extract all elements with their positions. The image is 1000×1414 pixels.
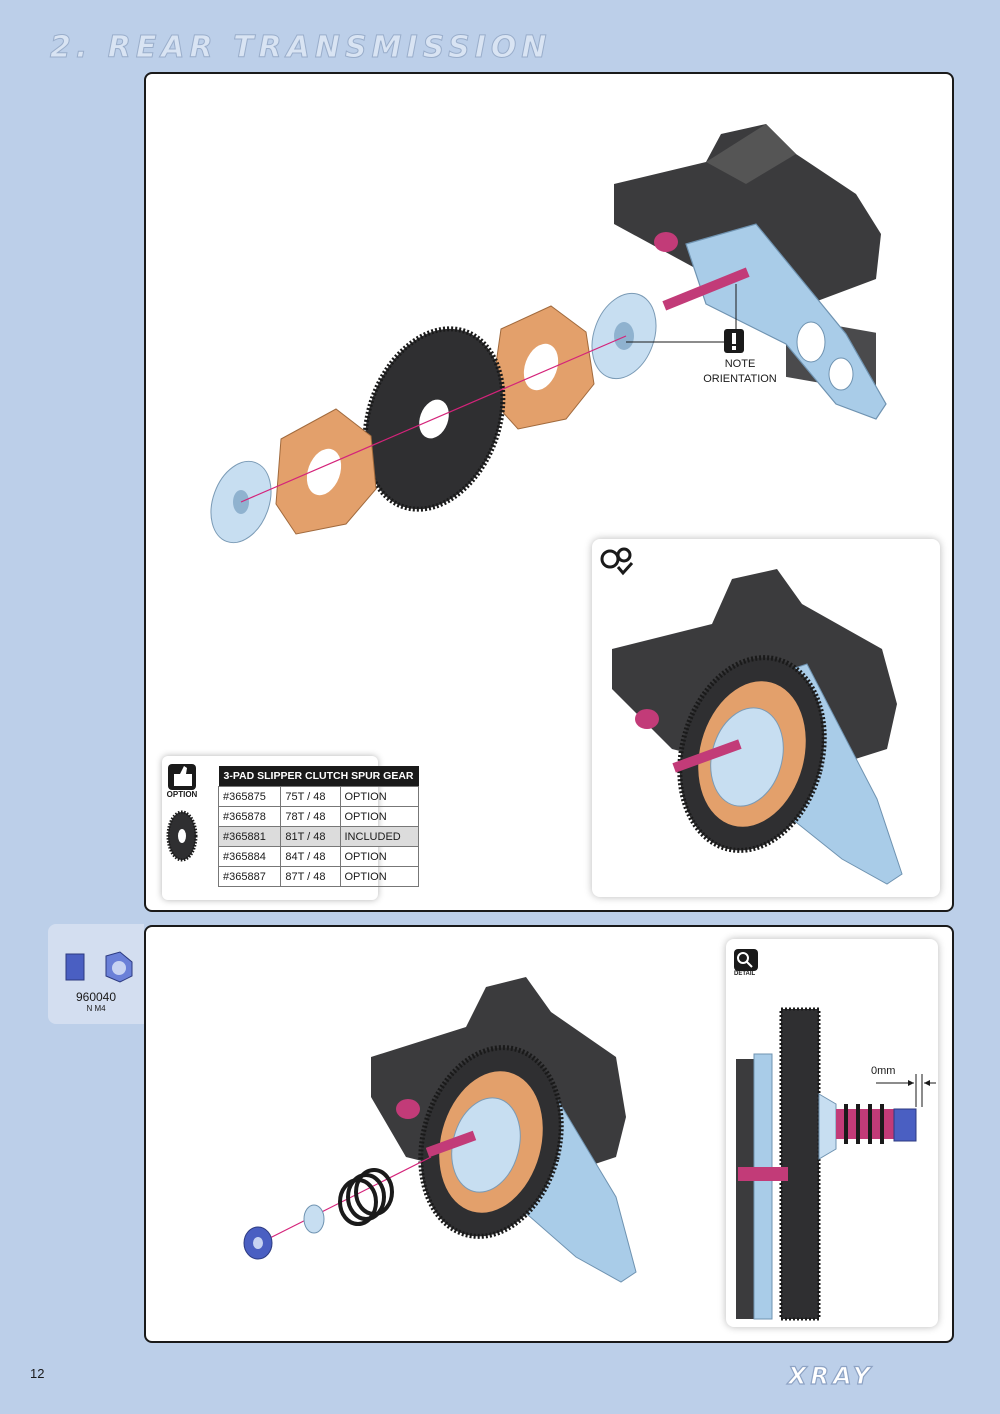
hardware-tile: 960040 N M4 xyxy=(48,924,144,1024)
detail-spring xyxy=(836,1104,896,1144)
teeth-pitch: 81T / 48 xyxy=(280,826,341,847)
teeth-pitch: 75T / 48 xyxy=(280,786,341,807)
note-line-1: NOTE xyxy=(724,358,756,370)
part-number: #365881 xyxy=(217,826,282,847)
detail-inset: DETAIL 0mm xyxy=(726,939,938,1327)
option-badge-label: OPTION xyxy=(166,790,198,799)
lock-nut-icon xyxy=(65,951,133,983)
note-orientation-label: NOTE ORIENTATION xyxy=(670,357,810,387)
section-title: 2. REAR TRANSMISSION xyxy=(50,30,552,66)
table-row: #365884 84T / 48 OPTION xyxy=(217,846,419,867)
detail-illustration xyxy=(734,949,936,1321)
step-panel-final: DETAIL 0mm xyxy=(144,925,954,1343)
option-table-card: OPTION 3-PAD SLIPPER CLUTCH SPUR GEAR #3… xyxy=(162,756,419,900)
availability-status: OPTION xyxy=(339,866,419,887)
availability-status: INCLUDED xyxy=(339,826,419,847)
brand-logo: XRAY xyxy=(787,1361,875,1390)
teeth-pitch: 87T / 48 xyxy=(280,866,341,887)
availability-status: OPTION xyxy=(339,846,419,867)
table-row: #365881 81T / 48 INCLUDED xyxy=(217,826,419,847)
clutch-spring xyxy=(338,1168,394,1226)
detail-magnifier-icon xyxy=(734,949,758,971)
final-axis-line xyxy=(255,1156,432,1246)
exploded-view-illustration xyxy=(210,124,887,544)
step-panel-exploded: NOTE ORIENTATION OPTION xyxy=(144,72,954,912)
thumbs-up-icon xyxy=(166,764,198,862)
detail-nut xyxy=(893,1108,917,1142)
teeth-pitch: 78T / 48 xyxy=(280,806,341,827)
part-number: #365887 xyxy=(217,866,282,887)
lock-nut xyxy=(243,1226,273,1260)
part-number: #365878 xyxy=(217,806,282,827)
availability-status: OPTION xyxy=(339,786,419,807)
assembly-axis-line xyxy=(240,335,627,503)
part-number: #365875 xyxy=(217,786,282,807)
table-title: 3-PAD SLIPPER CLUTCH SPUR GEAR xyxy=(218,766,419,787)
hardware-code: 960040 xyxy=(75,990,117,1004)
part-number: #365884 xyxy=(217,846,282,867)
gears-check-icon xyxy=(600,547,634,576)
table-row: #365875 75T / 48 OPTION xyxy=(217,786,419,807)
table-row: #365878 78T / 48 OPTION xyxy=(217,806,419,827)
pink-shaft xyxy=(662,267,750,311)
table-row: #365887 87T / 48 OPTION xyxy=(217,866,419,887)
option-spur-gear-table: 3-PAD SLIPPER CLUTCH SPUR GEAR #365875 7… xyxy=(217,766,419,887)
hardware-name: N M4 xyxy=(86,1004,106,1013)
assembled-illustration xyxy=(600,547,903,885)
assembled-result-inset xyxy=(592,539,940,897)
page-number: 12 xyxy=(30,1366,45,1381)
note-line-2: ORIENTATION xyxy=(703,373,777,385)
washer xyxy=(303,1204,325,1234)
final-assembly-illustration xyxy=(243,977,637,1283)
availability-status: OPTION xyxy=(339,806,419,827)
gap-label: 0mm xyxy=(871,1065,896,1077)
teeth-pitch: 84T / 48 xyxy=(280,846,341,867)
detail-badge-label: DETAIL xyxy=(734,971,756,977)
